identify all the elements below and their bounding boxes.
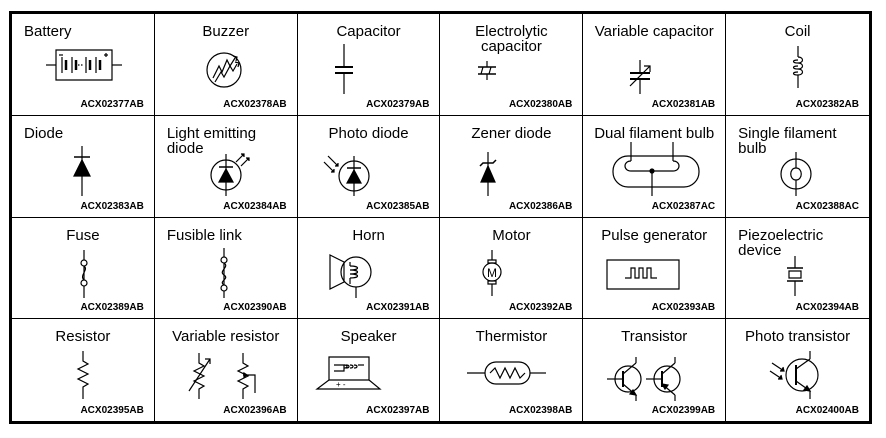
single-filament-bulb-icon (726, 116, 869, 218)
cell-label: Electrolytic capacitor (475, 23, 548, 55)
speaker-polarity: + - (336, 380, 346, 389)
transistor-cell: Transistor ACX02399AB (583, 319, 727, 421)
cell-label: Coil (784, 23, 811, 40)
part-code: ACX02399AB (651, 405, 716, 416)
part-code: ACX02390AB (223, 302, 287, 314)
part-code: ACX02397AB (366, 405, 430, 416)
cell-label: Dual filament bulb (594, 124, 715, 142)
cell-label: Diode (24, 124, 64, 142)
led-cell: Light emitting diode ACX02384AB (154, 115, 298, 218)
resistor-icon (12, 319, 155, 421)
photo-diode-icon (298, 116, 441, 218)
capacitor-cell: Capacitor ACX02379AB (297, 14, 441, 116)
diode-cell: Diode ACX02383AB (12, 115, 155, 218)
buzzer-cell: Buzzer ACX02378AB (154, 14, 298, 116)
photo-diode-cell: Photo diode ACX02385AB (297, 115, 441, 218)
resistor-cell: Resistor ACX02395AB (12, 319, 155, 421)
cell-label: Pulse generator (601, 226, 708, 244)
piezoelectric-device-icon (726, 218, 869, 320)
part-code: ACX02377AB (80, 98, 144, 110)
electrolytic-capacitor-cell: Electrolytic capacitor ACX02380AB (440, 14, 584, 116)
transistor-icon (583, 319, 726, 421)
cell-label: Capacitor (336, 23, 401, 40)
zener-diode-cell: Zener diode ACX02386AB (440, 115, 584, 218)
coil-icon (726, 14, 869, 116)
part-code: ACX02378AB (223, 98, 287, 110)
part-code: ACX02385AB (366, 200, 430, 212)
cell-label: Zener diode (471, 124, 552, 142)
cell-label: Speaker (340, 328, 397, 346)
part-code: ACX02387AC (651, 200, 716, 212)
speaker-icon: + - (298, 319, 441, 421)
capacitor-icon (298, 14, 441, 116)
fusible-link-cell: Fusible link ACX02390AB (154, 217, 298, 320)
dual-filament-bulb-icon (583, 116, 726, 218)
cell-label: Motor (492, 226, 531, 244)
battery-icon (12, 14, 155, 116)
dual-filament-bulb-cell: Dual filament bulb ACX02387AC (583, 115, 727, 218)
thermistor-cell: Thermistor ACX02398AB (440, 319, 584, 421)
cell-label: Battery (24, 23, 72, 40)
symbol-table: Battery ACX02377AB Buzzer ACX02378AB Cap… (9, 11, 872, 424)
buzzer-icon (155, 14, 298, 116)
cell-label: Photo transistor (745, 328, 851, 346)
single-filament-bulb-cell: Single filament bulb ACX02388AC (726, 116, 869, 218)
cell-label: Resistor (55, 328, 111, 346)
part-code: ACX02381AB (651, 98, 716, 110)
variable-resistor-icon (155, 319, 298, 421)
part-code: ACX02382AB (795, 98, 859, 110)
fuse-cell: Fuse ACX02389AB (12, 217, 155, 320)
cell-label: Horn (352, 226, 385, 244)
part-code: ACX02380AB (508, 98, 573, 110)
cell-label: Piezoelectric device (738, 226, 824, 259)
fuse-icon (12, 218, 155, 320)
cell-label: Transistor (621, 328, 688, 346)
part-code: ACX02384AB (223, 200, 287, 212)
variable-capacitor-cell: Variable capacitor ACX02381AB (583, 14, 727, 116)
thermistor-icon (440, 319, 583, 421)
part-code: ACX02379AB (366, 98, 430, 110)
diode-icon (12, 116, 155, 218)
part-code: ACX02391AB (366, 302, 430, 314)
part-code: ACX02395AB (80, 405, 144, 416)
variable-resistor-cell: Variable resistor ACX02396AB (155, 319, 298, 421)
part-code: ACX02392AB (508, 302, 573, 314)
cell-label: Fusible link (166, 226, 242, 244)
part-code: ACX02394AB (795, 302, 859, 314)
cell-label: Light emitting diode (166, 124, 257, 157)
pulse-generator-icon (583, 218, 726, 320)
photo-transistor-icon (726, 319, 869, 421)
battery-cell: Battery ACX02377AB (12, 14, 155, 116)
zener-diode-icon (440, 116, 583, 218)
photo-transistor-cell: Photo transistor ACX02400AB (726, 319, 869, 421)
led-icon (155, 116, 298, 218)
part-code: ACX02393AB (651, 302, 716, 314)
part-code: ACX02383AB (80, 200, 144, 212)
fusible-link-icon (155, 218, 298, 320)
cell-label: Photo diode (328, 124, 409, 142)
part-code: ACX02398AB (508, 405, 573, 416)
part-code: ACX02389AB (80, 302, 144, 314)
electrolytic-capacitor-icon (440, 14, 583, 116)
coil-cell: Coil ACX02382AB (726, 14, 869, 116)
cell-label: Fuse (66, 226, 100, 244)
part-code: ACX02388AC (795, 200, 859, 212)
variable-capacitor-icon (583, 14, 726, 116)
cell-label: Buzzer (202, 23, 250, 40)
part-code: ACX02400AB (795, 405, 859, 416)
cell-label: Variable resistor (172, 328, 280, 346)
speaker-cell: Speaker + - ACX02397AB (298, 319, 441, 421)
cell-label: Variable capacitor (594, 23, 714, 40)
motor-cell: Motor M ACX02392AB (440, 217, 584, 320)
motor-letter: M (487, 266, 497, 280)
cell-label: Thermistor (475, 328, 548, 346)
horn-cell: Horn ACX02391AB (297, 217, 441, 320)
cell-label: Single filament bulb (738, 124, 837, 157)
piezoelectric-device-cell: Piezoelectric device ACX02394AB (726, 218, 869, 320)
horn-icon (298, 218, 441, 320)
part-code: ACX02386AB (508, 200, 573, 212)
motor-icon: M (440, 218, 583, 320)
pulse-generator-cell: Pulse generator ACX02393AB (583, 217, 727, 320)
part-code: ACX02396AB (223, 405, 287, 416)
